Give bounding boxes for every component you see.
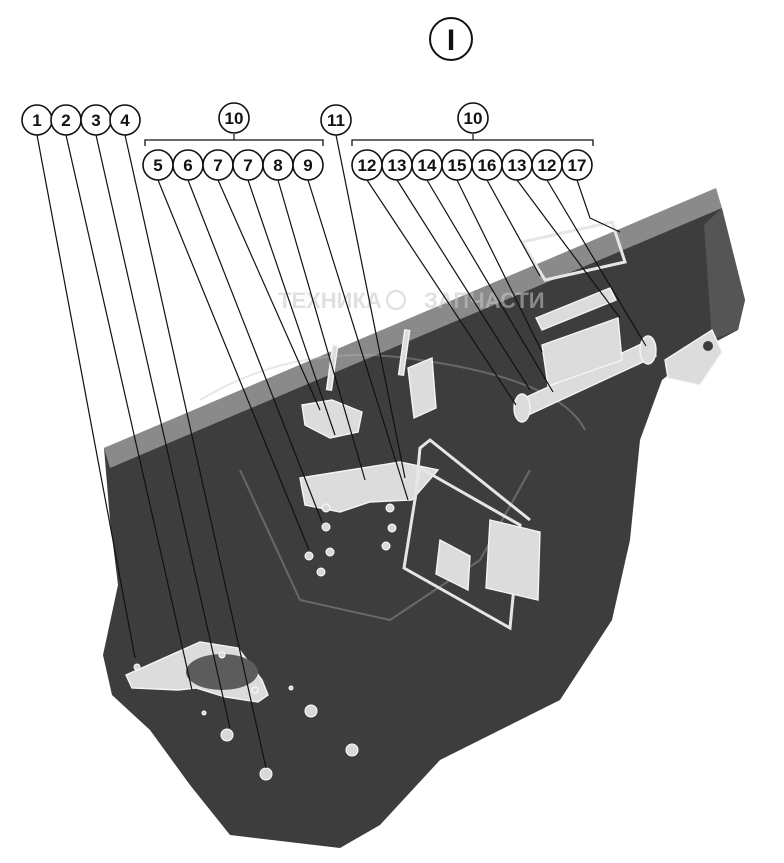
latch-bracket-upper [301,329,437,439]
callout-17: 17 [561,149,593,181]
callout-8: 8 [262,149,294,181]
svg-text:7: 7 [213,156,222,175]
view-marker: I [429,17,473,61]
svg-text:11: 11 [327,111,345,130]
leader-lines [36,134,647,769]
hinge-assembly [513,220,723,423]
callout-3: 3 [80,104,112,136]
svg-text:12: 12 [538,156,557,175]
callout-12b: 12 [531,149,563,181]
door-right-flange [704,208,745,340]
svg-text:16: 16 [478,156,497,175]
callout-4: 4 [109,104,141,136]
fasteners [201,503,397,781]
svg-text:9: 9 [303,156,312,175]
svg-text:4: 4 [120,111,130,130]
callout-14: 14 [411,149,443,181]
callout-6: 6 [172,149,204,181]
watermark-left: ТЕХНИКА [278,288,382,313]
svg-text:13: 13 [508,156,527,175]
callout-13a: 13 [381,149,413,181]
watermark-right: ЗАПЧАСТИ [424,288,545,313]
callout-13b: 13 [501,149,533,181]
watermark: ТЕХНИКА ЗАПЧАСТИ [199,288,586,622]
view-marker-label: I [447,24,455,57]
svg-text:13: 13 [388,156,407,175]
group-label-right: 10 [464,109,483,128]
callout-2: 2 [50,104,82,136]
svg-text:15: 15 [448,156,467,175]
callout-7b: 7 [232,149,264,181]
svg-text:5: 5 [153,156,162,175]
lower-plate [125,641,269,703]
svg-text:6: 6 [183,156,192,175]
callout-9: 9 [292,149,324,181]
callout-11: 11 [320,104,352,136]
svg-text:2: 2 [61,111,70,130]
svg-text:3: 3 [91,111,100,130]
group-bracket-right: 10 [351,102,594,146]
callout-5: 5 [142,149,174,181]
callout-7a: 7 [202,149,234,181]
group-bracket-left: 10 [144,102,324,146]
callout-1: 1 [21,104,53,136]
svg-text:8: 8 [273,156,282,175]
svg-text:14: 14 [418,156,437,175]
svg-text:7: 7 [243,156,252,175]
mounting-frame [402,465,541,631]
callout-15: 15 [441,149,473,181]
svg-text:1: 1 [32,111,41,130]
svg-text:17: 17 [568,156,587,175]
door-top-flange [104,188,722,468]
callout-16: 16 [471,149,503,181]
callout-12a: 12 [351,149,383,181]
svg-text:12: 12 [358,156,377,175]
latch-plate [299,438,531,522]
group-label-left: 10 [225,109,244,128]
